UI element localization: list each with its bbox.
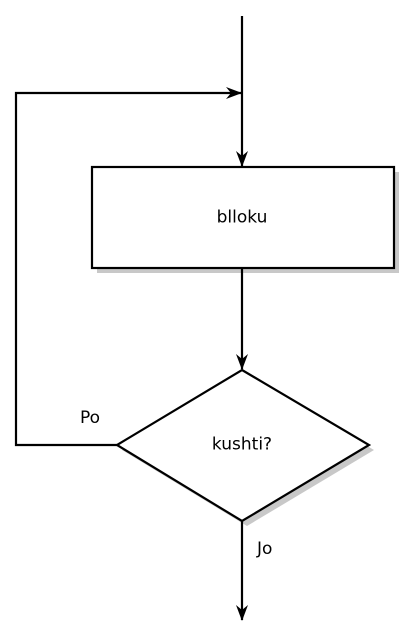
yes-branch-label: Po	[80, 408, 101, 428]
process-block	[90, 165, 396, 270]
process-block-label: blloku	[216, 207, 268, 228]
decision-label: kushti?	[211, 434, 273, 455]
loop-back-arrow	[14, 87, 242, 447]
no-branch-label: Jo	[257, 539, 273, 559]
